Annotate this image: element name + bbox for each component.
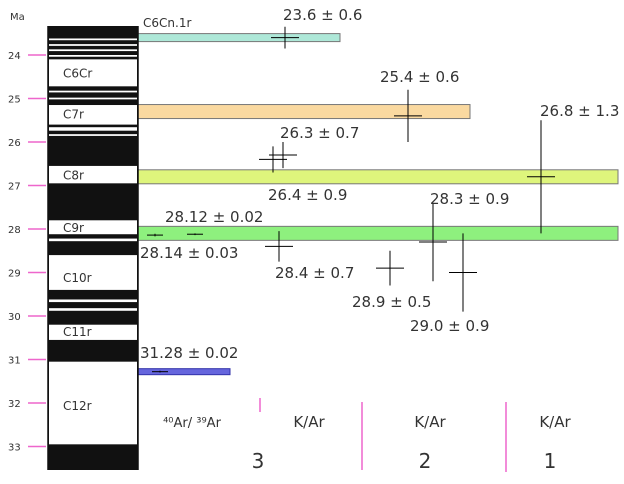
age-label: 26.8 ± 1.3: [540, 102, 619, 120]
method-group-number: 3: [252, 449, 265, 473]
correlation-band: [137, 225, 619, 241]
polarity-interval-normal: [49, 134, 137, 136]
polarity-interval-normal: [49, 90, 137, 93]
chron-label: C6Cr: [63, 66, 92, 80]
chron-label: C12r: [63, 399, 92, 413]
axis-tick-label: 30: [8, 312, 21, 323]
axis-tick-label: 28: [8, 225, 21, 236]
axis-tick-label: 33: [8, 443, 21, 454]
axis-tick-label: 26: [8, 138, 21, 149]
polarity-interval-normal: [49, 105, 137, 125]
polarity-interval-normal: [49, 97, 137, 100]
method-label: ⁴⁰Ar/ ³⁹Ar: [163, 416, 221, 431]
chron-label: C8r: [63, 169, 84, 183]
axis-tick-label: 32: [8, 399, 21, 410]
chron-label: C11r: [63, 325, 92, 339]
polarity-interval-normal: [49, 44, 137, 46]
age-label: 28.12 ± 0.02: [165, 208, 263, 226]
polarity-interval-normal: [49, 255, 137, 290]
age-label: 28.14 ± 0.03: [140, 244, 238, 262]
axis-tick-label: 25: [8, 95, 21, 106]
chron-label: C7r: [63, 108, 84, 122]
polarity-interval-normal: [49, 220, 137, 235]
age-label: 26.4 ± 0.9: [268, 186, 347, 204]
axis-tick-label: 27: [8, 182, 21, 193]
correlation-band: [137, 104, 471, 120]
method-label: K/Ar: [293, 413, 325, 431]
axis-unit-label: Ma: [10, 12, 25, 23]
polarity-interval-normal: [49, 308, 137, 311]
chron-label: C10r: [63, 271, 92, 285]
correlation-band: [137, 368, 231, 376]
polarity-interval-normal: [49, 324, 137, 340]
axis-tick-label: 31: [8, 356, 21, 367]
polarity-interval-normal: [49, 299, 137, 303]
correlation-band: [137, 33, 341, 43]
age-label: 25.4 ± 0.6: [380, 68, 459, 86]
age-label: 29.0 ± 0.9: [410, 317, 489, 335]
polarity-interval-normal: [49, 361, 137, 445]
axis-tick-label: 24: [8, 51, 21, 62]
polarity-interval-normal: [49, 49, 137, 52]
age-label: 26.3 ± 0.7: [280, 124, 359, 142]
age-label: 31.28 ± 0.02: [140, 344, 238, 362]
polarity-interval-normal: [49, 165, 137, 184]
polarity-interval-normal: [49, 55, 137, 57]
method-label: K/Ar: [539, 413, 571, 431]
age-label: 28.3 ± 0.9: [430, 190, 509, 208]
method-group-number: 2: [419, 449, 432, 473]
axis-tick-label: 29: [8, 269, 21, 280]
chron-top-label: C6Cn.1r: [143, 16, 191, 30]
chron-label: C9r: [63, 221, 84, 235]
polarity-interval-normal: [49, 59, 137, 87]
polarity-interval-normal: [49, 238, 137, 242]
age-label: 28.9 ± 0.5: [352, 293, 431, 311]
polarity-interval-normal: [49, 38, 137, 41]
age-label: 23.6 ± 0.6: [283, 6, 362, 24]
age-label: 28.4 ± 0.7: [275, 264, 354, 282]
method-group-number: 1: [544, 449, 557, 473]
method-label: K/Ar: [414, 413, 446, 431]
polarity-interval-normal: [49, 127, 137, 131]
